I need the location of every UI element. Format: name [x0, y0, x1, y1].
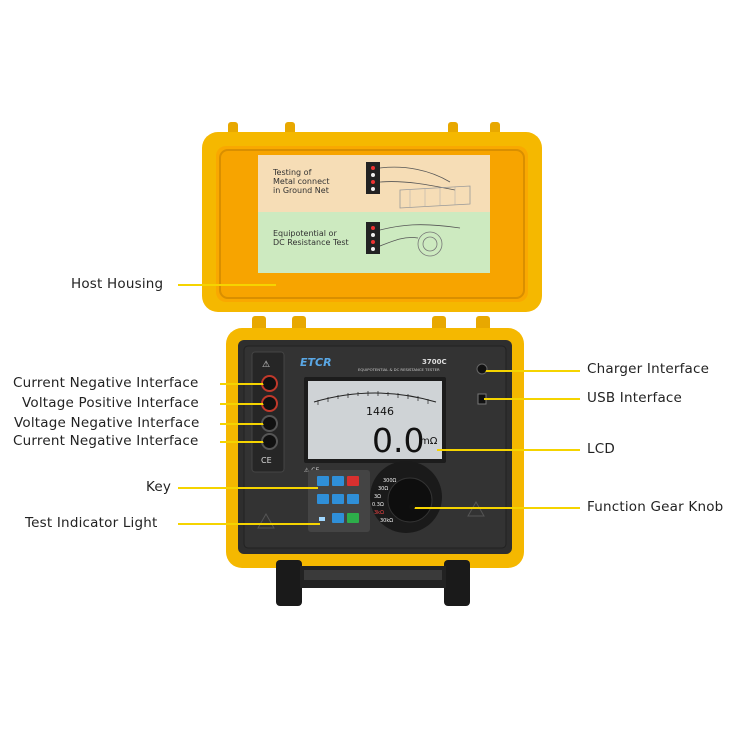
leader-line: [220, 383, 266, 385]
host-housing-lid: Testing of Metal connect in Ground Net E…: [202, 122, 542, 312]
leader-line: [220, 403, 266, 405]
callout-current-negative-2: Current Negative Interface: [13, 433, 199, 449]
key-right-2[interactable]: [347, 494, 359, 504]
brand-logo: ETCR: [300, 356, 332, 369]
callout-usb-interface: USB Interface: [587, 390, 683, 406]
leader-line: [220, 441, 266, 443]
svg-text:300Ω: 300Ω: [383, 478, 397, 484]
leader-dot: [480, 367, 486, 373]
model-number: 3700C: [422, 358, 447, 366]
callout-lcd: LCD: [587, 441, 615, 457]
lid-text-line: in Ground Net: [273, 186, 329, 195]
leader-line: [412, 507, 580, 509]
key-left[interactable]: [317, 476, 329, 486]
leader-line: [437, 449, 580, 451]
callout-key: Key: [146, 479, 172, 495]
svg-text:3kΩ: 3kΩ: [374, 510, 384, 516]
leader-line: [178, 487, 318, 489]
callout-voltage-negative: Voltage Negative Interface: [14, 415, 200, 431]
key-set[interactable]: [332, 494, 344, 504]
host-housing-body: ⚠ CE ETCR 3700C EQUIPOTENTIAL & DC RESIS…: [226, 316, 524, 606]
key-left-2[interactable]: [317, 494, 329, 504]
key-down[interactable]: [332, 513, 344, 523]
leader-line: [484, 398, 580, 400]
test-indicator-light: [319, 517, 325, 521]
lid-text-line: Metal connect: [273, 177, 330, 186]
svg-text:0.3Ω: 0.3Ω: [372, 502, 384, 508]
leader-line: [178, 284, 276, 286]
lcd-main-reading: 0.0: [372, 421, 424, 460]
svg-text:30Ω: 30Ω: [378, 486, 388, 492]
key-right[interactable]: [332, 476, 344, 486]
leader-dot: [263, 400, 269, 406]
callout-test-indicator-light: Test Indicator Light: [25, 515, 158, 531]
device-subtitle: EQUIPOTENTIAL & DC RESISTANCE TESTER: [358, 367, 440, 372]
lid-text-line: DC Resistance Test: [273, 238, 349, 247]
leader-line: [484, 370, 580, 372]
leader-dot: [263, 380, 269, 386]
key-test[interactable]: [347, 513, 359, 523]
key-test-top[interactable]: [347, 476, 359, 486]
callout-current-negative-1: Current Negative Interface: [13, 375, 199, 391]
callout-function-gear-knob: Function Gear Knob: [587, 499, 724, 515]
lcd-screen: [308, 381, 442, 459]
svg-text:⚠: ⚠: [262, 360, 270, 370]
callout-host-housing: Host Housing: [71, 276, 164, 292]
leader-dot: [263, 420, 269, 426]
lcd-small-reading: 1446: [366, 405, 394, 418]
svg-text:30kΩ: 30kΩ: [380, 518, 393, 524]
leader-line: [178, 523, 320, 525]
function-gear-knob[interactable]: [387, 477, 433, 523]
leader-line: [220, 423, 266, 425]
leader-dot: [409, 504, 415, 510]
lid-text-line: Testing of: [272, 168, 312, 177]
lcd-unit: mΩ: [420, 436, 438, 447]
leader-dot: [263, 438, 269, 444]
ce-mark: CE: [261, 456, 272, 465]
callout-voltage-positive: Voltage Positive Interface: [22, 395, 199, 411]
lid-text-line: Equipotential or: [273, 229, 337, 238]
callout-charger-interface: Charger Interface: [587, 361, 710, 377]
svg-text:3Ω: 3Ω: [374, 494, 381, 500]
